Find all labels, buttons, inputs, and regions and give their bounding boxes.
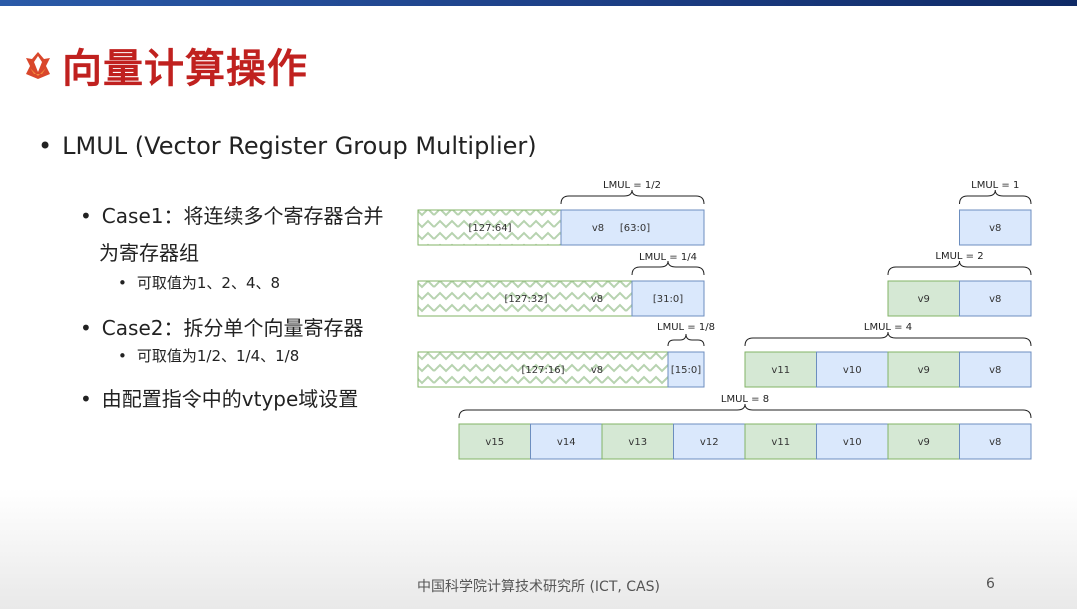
register-label: v11 <box>771 437 790 448</box>
bullet-case1-values: •可取值为1、2、4、8 <box>118 274 281 292</box>
register-box <box>744 423 817 460</box>
lmul-label: LMUL = 1/4 <box>639 252 697 263</box>
bullet-vtype-text: 由配置指令中的vtype域设置 <box>101 387 359 411</box>
register-label: v9 <box>918 294 930 305</box>
top-accent-bar <box>0 0 1077 6</box>
register-label: v10 <box>843 365 862 376</box>
lmul-group-row: v15 v14 v13 v12 v11 v10 v9 v8 LMUL = 8 <box>458 394 1032 460</box>
register-label: v8 <box>989 365 1001 376</box>
register-box <box>816 351 889 388</box>
lmul-label: LMUL = 2 <box>935 251 983 262</box>
bullet-case1-values-text: 可取值为1、2、4、8 <box>136 274 281 292</box>
brace <box>744 331 1032 347</box>
lmul-label: LMUL = 8 <box>721 394 769 405</box>
unused-bits-box <box>417 351 669 388</box>
footer-institution: 中国科学院计算技术研究所 (ICT, CAS) <box>417 579 660 595</box>
register-label: v8 <box>989 223 1001 234</box>
register-label: v13 <box>628 437 647 448</box>
used-range-label: [15:0] <box>671 365 701 376</box>
lmul-group-row: v9 v8 LMUL = 2 <box>887 251 1032 317</box>
lmul-eighth-row: [127:16] v8 [15:0] LMUL = 1/8 <box>417 322 715 388</box>
unused-range-label: [127:32] <box>505 294 548 305</box>
brace <box>458 403 1032 419</box>
brace <box>959 189 1032 205</box>
unused-range-label: [127:16] <box>522 365 565 376</box>
bullet-case1: •Case1：将连续多个寄存器合并 <box>80 204 384 228</box>
register-label: v14 <box>557 437 576 448</box>
slide-title: 向量计算操作 <box>62 46 308 92</box>
brace <box>667 333 705 347</box>
register-box <box>887 423 960 460</box>
bullet-case2-text: Case2：拆分单个向量寄存器 <box>101 316 364 340</box>
brace <box>560 189 705 205</box>
register-label: v11 <box>771 365 790 376</box>
register-box <box>959 351 1032 388</box>
lmul-label: LMUL = 4 <box>864 322 912 333</box>
used-range-label: [63:0] <box>620 223 650 234</box>
register-label: v10 <box>843 437 862 448</box>
bullet-lmul: •LMUL (Vector Register Group Multiplier) <box>38 132 537 160</box>
register-label: v8 <box>591 365 603 376</box>
lmul-group-row: v8 LMUL = 1 <box>959 180 1032 246</box>
register-label: v12 <box>700 437 719 448</box>
institute-logo-icon <box>26 52 50 79</box>
lmul-quarter-row: [127:32] v8 [31:0] LMUL = 1/4 <box>417 252 705 317</box>
register-label: v8 <box>592 223 604 234</box>
lmul-label: LMUL = 1/2 <box>603 180 661 191</box>
page-number: 6 <box>986 576 995 592</box>
lmul-register-diagram: [127:64] v8 [63:0] LMUL = 1/2 [127:32] v… <box>417 180 1032 460</box>
register-label: v9 <box>918 365 930 376</box>
register-box <box>887 280 960 317</box>
unused-range-label: [127:64] <box>469 223 512 234</box>
bullet-case1-text: Case1：将连续多个寄存器合并 <box>101 204 384 228</box>
used-bits-box <box>631 280 705 317</box>
register-box <box>601 423 674 460</box>
lmul-group-row: v11 v10 v9 v8 LMUL = 4 <box>744 322 1032 388</box>
used-bits-box <box>667 351 705 388</box>
register-label: v8 <box>989 437 1001 448</box>
used-range-label: [31:0] <box>653 294 683 305</box>
bullet-vtype: •由配置指令中的vtype域设置 <box>80 387 359 411</box>
register-label: v9 <box>918 437 930 448</box>
register-box <box>959 209 1032 246</box>
register-box <box>458 423 531 460</box>
bullet-case2: •Case2：拆分单个向量寄存器 <box>80 316 364 340</box>
bullet-case1-cont: 为寄存器组 <box>99 241 199 265</box>
register-box <box>959 280 1032 317</box>
brace <box>887 260 1032 276</box>
lmul-label: LMUL = 1/8 <box>657 322 715 333</box>
used-bits-box <box>560 209 705 246</box>
register-label: v15 <box>485 437 504 448</box>
bullet-lmul-text: LMUL (Vector Register Group Multiplier) <box>62 132 537 160</box>
register-label: v8 <box>591 294 603 305</box>
lmul-half-row: [127:64] v8 [63:0] LMUL = 1/2 <box>417 180 705 246</box>
lmul-label: LMUL = 1 <box>971 180 1019 191</box>
register-box <box>959 423 1032 460</box>
bullet-case2-values: •可取值为1/2、1/4、1/8 <box>118 347 300 365</box>
register-box <box>673 423 746 460</box>
unused-bits-box <box>417 209 562 246</box>
register-box <box>887 351 960 388</box>
register-label: v8 <box>989 294 1001 305</box>
brace <box>631 260 705 276</box>
bullet-case2-values-text: 可取值为1/2、1/4、1/8 <box>136 347 300 365</box>
